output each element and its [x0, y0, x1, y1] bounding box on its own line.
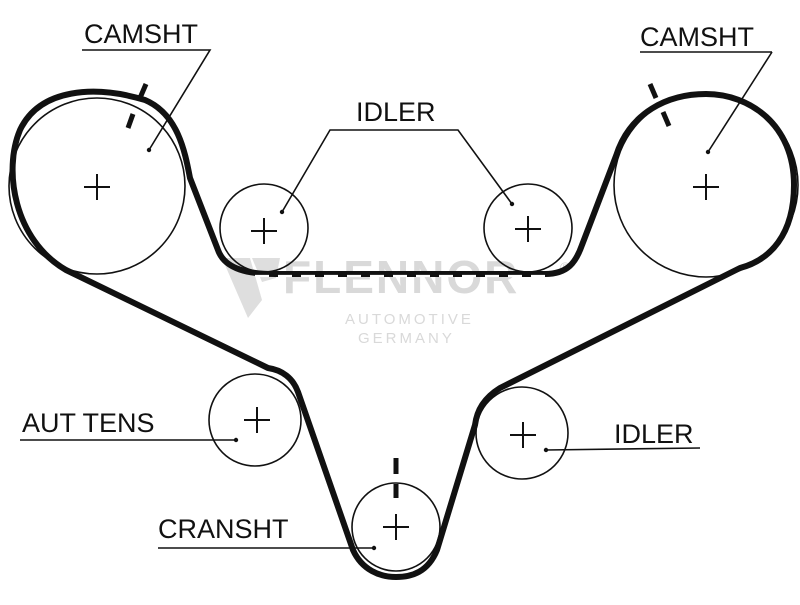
tensioner-center-icon — [244, 407, 270, 433]
leader-dot-idler-middle — [509, 201, 515, 207]
camshaft-right-center-icon — [693, 174, 719, 200]
camshaft-left-center-icon — [84, 174, 110, 200]
leader-dot-crankshaft — [371, 545, 377, 551]
leader-dot-camshaft-left — [146, 147, 152, 153]
crankshaft-pulley — [351, 482, 441, 572]
leader-dot-camshaft-right — [705, 149, 711, 155]
watermark-line2: GERMANY — [358, 330, 455, 347]
timing-belt — [9, 88, 797, 580]
label-idler-top: IDLER — [356, 97, 436, 127]
watermark: FLENNOR ® AUTOMOTIVE GERMANY — [222, 251, 571, 347]
idler-lower-right-pulley — [475, 386, 569, 480]
idler-lower-right-center-icon — [510, 422, 536, 448]
leader-idler-right — [545, 447, 701, 451]
tensioner-pulley — [208, 373, 302, 467]
crankshaft-center-icon — [383, 514, 409, 540]
label-cranshaft: CRANSHT — [158, 514, 289, 544]
label-aut-tens: AUT TENS — [22, 408, 155, 438]
leader-dot-tensioner — [233, 437, 239, 443]
label-camshaft-left: CAMSHT — [84, 19, 198, 49]
idler-middle-center-icon — [515, 216, 541, 242]
leader-dot-idler-right — [543, 447, 549, 453]
leader-camshaft-left — [82, 49, 212, 151]
leader-camshaft-right-diag — [707, 51, 773, 153]
watermark-line1: AUTOMOTIVE — [345, 311, 474, 328]
timing-mark-left-camshaft — [125, 83, 149, 129]
leader-dot-idler-left — [279, 209, 285, 215]
idler-left-center-icon — [251, 218, 277, 244]
label-idler-right: IDLER — [614, 419, 694, 449]
leader-idler-top — [281, 129, 513, 213]
label-camshaft-right: CAMSHT — [640, 22, 754, 52]
camshaft-left-pulley — [8, 97, 186, 275]
timing-mark-right-camshaft — [647, 83, 672, 127]
